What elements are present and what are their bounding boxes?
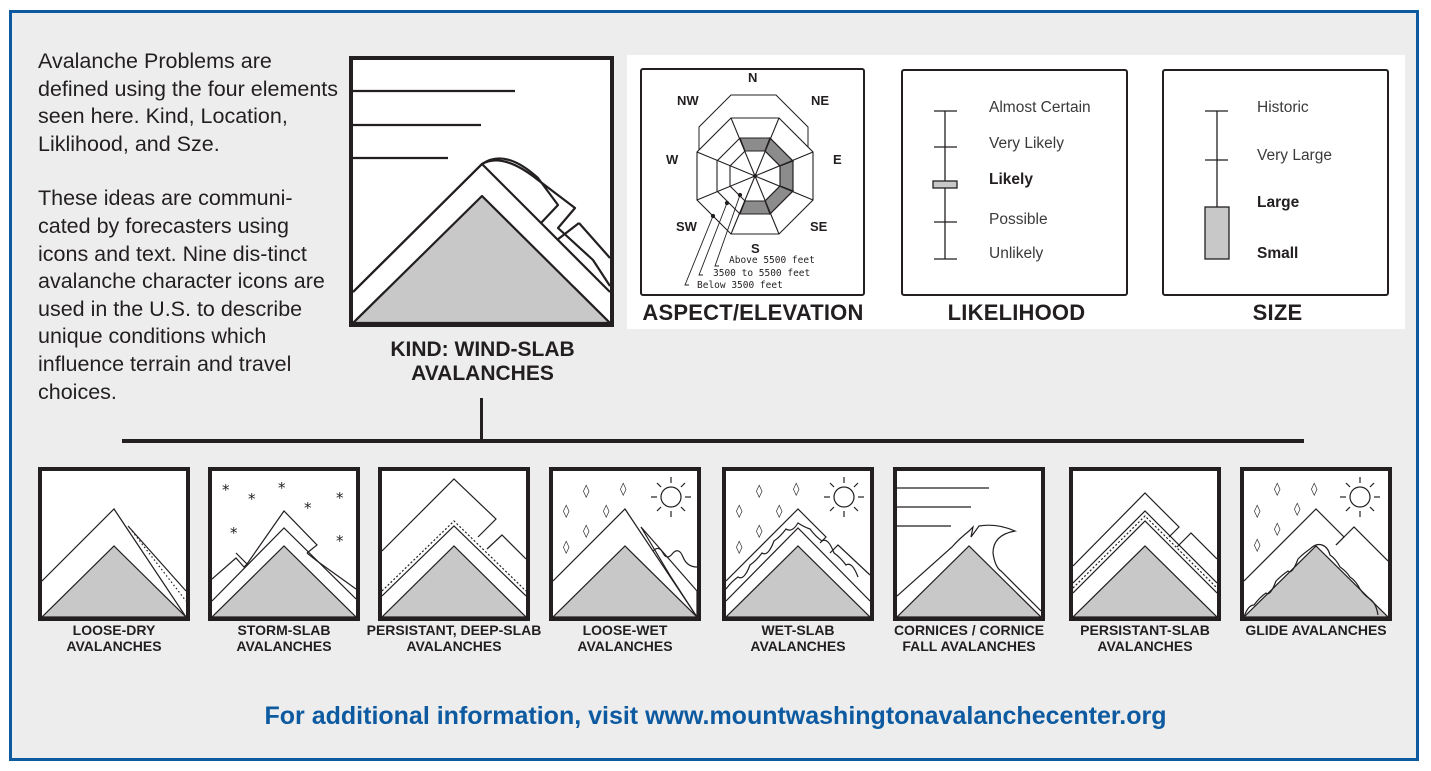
cornice-icon	[893, 467, 1045, 621]
svg-text:◊: ◊	[1274, 482, 1281, 497]
likelihood-very-likely: Very Likely	[989, 135, 1064, 152]
direction-sw: SW	[676, 219, 697, 234]
glide-icon: ◊ ◊ ◊ ◊ ◊ ◊	[1240, 467, 1392, 621]
elevation-above: Above 5500 feet	[729, 255, 815, 266]
persistent-slab-caption: PERSISTANT-SLAB AVALANCHES	[1080, 622, 1210, 654]
svg-text:◊: ◊	[1254, 504, 1261, 519]
deep-slab-caption: PERSISTANT, DEEP-SLAB AVALANCHES	[366, 622, 542, 654]
svg-text:◊: ◊	[620, 482, 627, 497]
wet-slab-icon: ◊ ◊ ◊ ◊ ◊ ◊	[722, 467, 874, 621]
svg-text:◊: ◊	[756, 524, 763, 539]
storm-slab-icon: * * * * * * *	[208, 467, 360, 621]
wind-slab-icon	[349, 56, 614, 327]
svg-text:◊: ◊	[1254, 538, 1261, 553]
svg-text:◊: ◊	[583, 524, 590, 539]
likelihood-likely: Likely	[989, 171, 1033, 188]
likelihood-possible: Possible	[989, 211, 1048, 228]
intro-paragraph-1: Avalanche Problems are defined using the…	[38, 49, 339, 156]
svg-text:◊: ◊	[563, 540, 570, 555]
svg-text:◊: ◊	[603, 504, 610, 519]
deep-slab-icon	[378, 467, 530, 621]
likelihood-unlikely: Unlikely	[989, 245, 1044, 262]
wet-slab-caption: WET-SLAB AVALANCHES	[750, 622, 846, 654]
storm-slab-caption: STORM-SLAB AVALANCHES	[236, 622, 332, 654]
direction-e: E	[833, 152, 842, 167]
direction-ne: NE	[811, 93, 830, 108]
intro-paragraph-2: These ideas are communi-cated by forecas…	[38, 186, 325, 404]
direction-s: S	[751, 241, 760, 256]
svg-text:◊: ◊	[563, 504, 570, 519]
svg-text:◊: ◊	[756, 484, 763, 499]
size-historic: Historic	[1257, 99, 1309, 116]
likelihood-almost-certain: Almost Certain	[989, 99, 1091, 116]
footer-info-link[interactable]: For additional information, visit www.mo…	[264, 702, 1167, 730]
direction-w: W	[666, 152, 679, 167]
size-large: Large	[1257, 194, 1300, 211]
cornice-caption: CORNICES / CORNICE FALL AVALANCHES	[893, 622, 1045, 654]
elevation-below: Below 3500 feet	[697, 280, 783, 291]
svg-text:*: *	[222, 481, 230, 499]
svg-text:◊: ◊	[776, 504, 783, 519]
connector-horizontal	[122, 439, 1304, 443]
direction-n: N	[748, 70, 758, 85]
connector-vertical	[480, 398, 483, 442]
size-scale: Historic Very Large Large Small	[1162, 69, 1389, 296]
intro-text: Avalanche Problems are defined using the…	[38, 48, 338, 433]
loose-wet-caption: LOOSE-WET AVALANCHES	[577, 622, 673, 654]
direction-nw: NW	[677, 93, 699, 108]
loose-dry-caption: LOOSE-DRY AVALANCHES	[66, 622, 162, 654]
likelihood-caption: LIKELIHOOD	[947, 300, 1086, 325]
svg-text:*: *	[230, 524, 238, 542]
problem-elements-panel: N NE E SE S SW W NW Above 5500 feet 3500…	[627, 55, 1405, 329]
aspect-elevation-caption: ASPECT/ELEVATION	[642, 300, 864, 325]
svg-text:*: *	[304, 499, 312, 517]
svg-text:*: *	[336, 532, 344, 550]
loose-dry-icon	[38, 467, 190, 621]
size-very-large: Very Large	[1257, 147, 1332, 164]
svg-text:*: *	[278, 479, 286, 497]
size-caption: SIZE	[1252, 300, 1303, 325]
svg-text:◊: ◊	[736, 540, 743, 555]
likelihood-scale: Almost Certain Very Likely Likely Possib…	[901, 69, 1128, 296]
glide-caption: GLIDE AVALANCHES	[1245, 622, 1387, 638]
svg-text:◊: ◊	[736, 504, 743, 519]
svg-text:◊: ◊	[1311, 482, 1318, 497]
svg-text:*: *	[248, 490, 256, 508]
svg-text:◊: ◊	[1274, 522, 1281, 537]
svg-text:◊: ◊	[793, 482, 800, 497]
direction-se: SE	[810, 219, 828, 234]
svg-text:*: *	[336, 489, 344, 507]
persistent-slab-icon	[1069, 467, 1221, 621]
size-small: Small	[1257, 245, 1299, 262]
svg-text:◊: ◊	[583, 484, 590, 499]
kind-caption: KIND: WIND-SLAB AVALANCHES	[390, 338, 575, 385]
svg-text:◊: ◊	[1294, 502, 1301, 517]
loose-wet-icon: ◊ ◊ ◊ ◊ ◊ ◊	[549, 467, 701, 621]
aspect-elevation-rose: N NE E SE S SW W NW Above 5500 feet 3500…	[640, 68, 865, 296]
elevation-middle: 3500 to 5500 feet	[713, 268, 811, 279]
